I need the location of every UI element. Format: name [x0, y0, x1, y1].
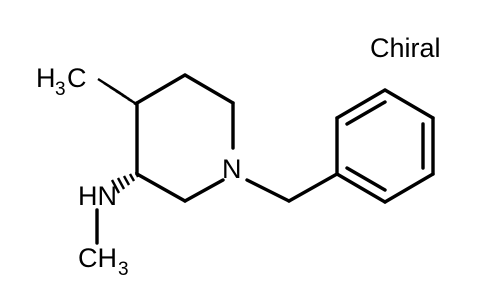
- ring-bond-c4-c5: [135, 73, 187, 105]
- ring-nitrogen-label: N: [222, 154, 242, 184]
- methyl-top-subscript: 3: [55, 79, 66, 100]
- methyl-bottom-subscript: 3: [118, 259, 129, 280]
- methyl-top-label: H 3 C: [36, 63, 87, 100]
- methyl-top-c: C: [67, 63, 87, 93]
- methyl-bottom-label: CH 3: [78, 243, 129, 280]
- ring-bond-n1-c2: [183, 178, 225, 203]
- bond-n-ch2: [245, 178, 291, 203]
- hashed-wedge-amine: [110, 171, 140, 194]
- ring-bond-c5-c6: [183, 73, 235, 105]
- methyl-bottom-ch: CH: [78, 243, 117, 273]
- amine-nh-label: HN: [78, 181, 117, 211]
- bond-ch2-phenyl: [287, 172, 339, 203]
- ring-bond-c2-c3: [135, 172, 187, 203]
- benzene-ring: [335, 88, 435, 204]
- methyl-top-h: H: [36, 63, 56, 93]
- hashed-wedge-methyl: [97, 77, 138, 106]
- chiral-label: Chiral: [370, 33, 441, 63]
